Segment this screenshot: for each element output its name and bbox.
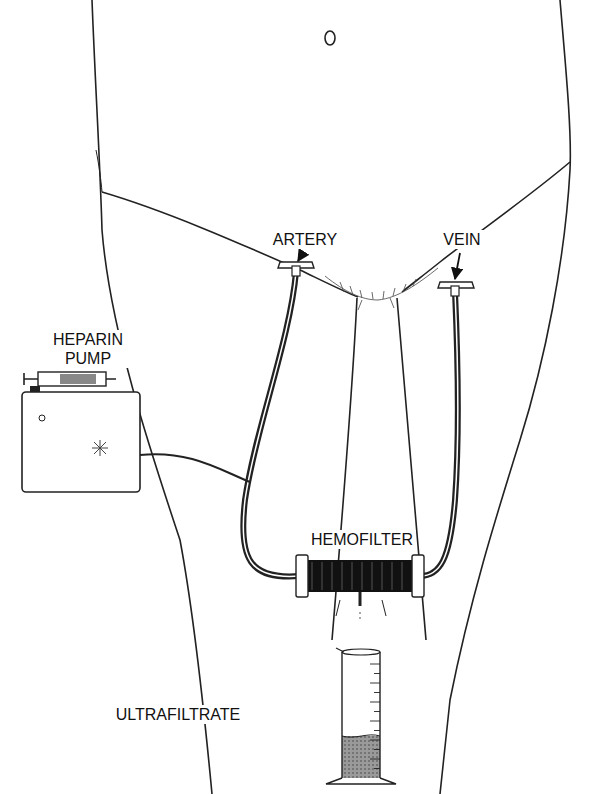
graduated-cylinder bbox=[326, 612, 396, 784]
graduation-mark bbox=[374, 673, 380, 674]
graduation-mark bbox=[370, 702, 380, 703]
body-outline bbox=[92, 0, 570, 794]
heparin-pump bbox=[22, 372, 250, 492]
graduation-mark bbox=[370, 740, 380, 741]
part-label: HEPARIN PUMP bbox=[39, 330, 137, 368]
part-label: HEMOFILTER bbox=[308, 530, 416, 549]
graduation-mark bbox=[370, 759, 380, 760]
graduation-mark bbox=[374, 692, 380, 693]
venous-line bbox=[420, 282, 474, 576]
graduation-mark bbox=[370, 721, 380, 722]
graduation-mark bbox=[374, 730, 380, 731]
graduation-mark bbox=[370, 683, 380, 684]
graduation-mark bbox=[370, 664, 380, 665]
leader-arrows bbox=[298, 253, 460, 279]
graduation-mark bbox=[374, 711, 380, 712]
arterial-line bbox=[243, 262, 314, 576]
graduation-mark bbox=[374, 768, 380, 769]
part-label: VEIN bbox=[440, 230, 483, 249]
part-label: ARTERY bbox=[270, 230, 340, 249]
part-label: ULTRAFILTRATE bbox=[113, 705, 243, 724]
graduation-mark bbox=[374, 749, 380, 750]
hemofilter bbox=[296, 555, 424, 616]
pubic-region bbox=[325, 268, 438, 310]
